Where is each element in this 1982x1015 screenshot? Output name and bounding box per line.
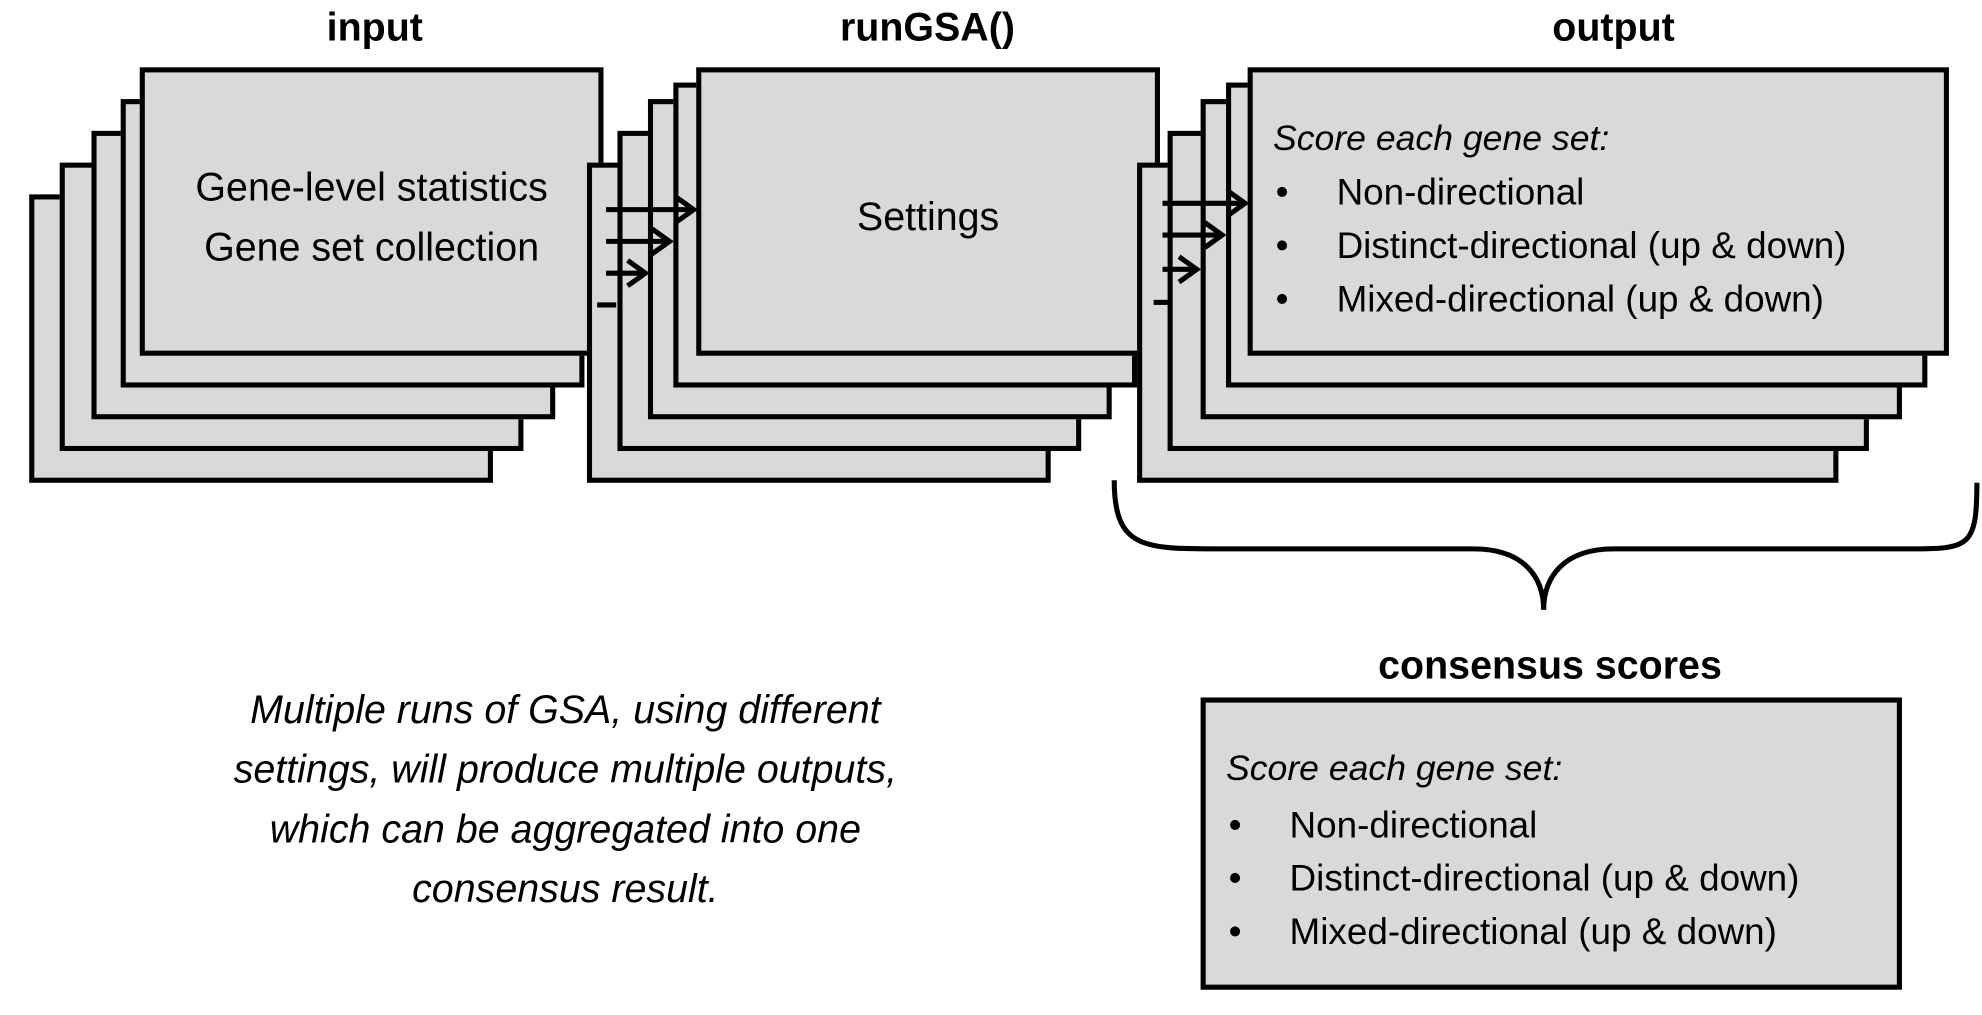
- output-header: output: [1552, 5, 1675, 50]
- output-card-title: Score each gene set:: [1273, 118, 1610, 158]
- consensus-header: consensus scores: [1378, 642, 1722, 688]
- input-card-text: Gene-level statistics Gene set collectio…: [145, 158, 599, 277]
- settings-label: Settings: [856, 194, 1000, 239]
- consensus-card-title: Score each gene set:: [1226, 748, 1563, 788]
- caption-line-2: settings, will produce multiple outputs,: [233, 747, 898, 792]
- consensus-item-distinct-directional: Distinct-directional (up & down): [1226, 853, 1800, 906]
- gene-level-statistics-label: Gene-level statistics: [195, 165, 548, 210]
- arrow-head-5: [1225, 188, 1250, 219]
- input-header: input: [326, 5, 423, 50]
- arrow-head-7: [1177, 254, 1202, 285]
- run-gsa-header: runGSA(): [839, 5, 1015, 50]
- arrow-head-2: [650, 226, 674, 257]
- arrow-head-6: [1202, 220, 1227, 250]
- consensus-card: Score each gene set: Non-directional Dis…: [1200, 697, 1902, 990]
- gene-set-collection-label: Gene set collection: [204, 224, 540, 270]
- output-item-non-directional: Non-directional: [1273, 166, 1846, 219]
- output-item-distinct-directional: Distinct-directional (up & down): [1273, 220, 1847, 273]
- output-score-list: Non-directional Distinct-directional (up…: [1273, 166, 1847, 326]
- output-card: Score each gene set: Non-directional Dis…: [1247, 67, 1949, 356]
- output-item-mixed-directional: Mixed-directional (up & down): [1273, 273, 1846, 326]
- consensus-item-non-directional: Non-directional: [1226, 799, 1799, 852]
- caption-line-4: consensus result.: [412, 866, 719, 911]
- caption-line-3: which can be aggregated into one: [269, 806, 861, 852]
- caption: Multiple runs of GSA, using different se…: [102, 680, 1029, 919]
- input-to-run-arrows: [597, 194, 699, 308]
- input-card: Gene-level statistics Gene set collectio…: [139, 67, 604, 356]
- run-to-output-arrows: [1153, 188, 1250, 305]
- arrow-head-3: [626, 258, 650, 288]
- run-settings-card: Settings: [696, 67, 1160, 356]
- arrow-head-1: [674, 194, 699, 225]
- consensus-brace: [1111, 480, 1980, 610]
- consensus-score-list: Non-directional Distinct-directional (up…: [1226, 799, 1800, 959]
- consensus-item-mixed-directional: Mixed-directional (up & down): [1226, 906, 1799, 959]
- caption-line-1: Multiple runs of GSA, using different: [250, 687, 881, 732]
